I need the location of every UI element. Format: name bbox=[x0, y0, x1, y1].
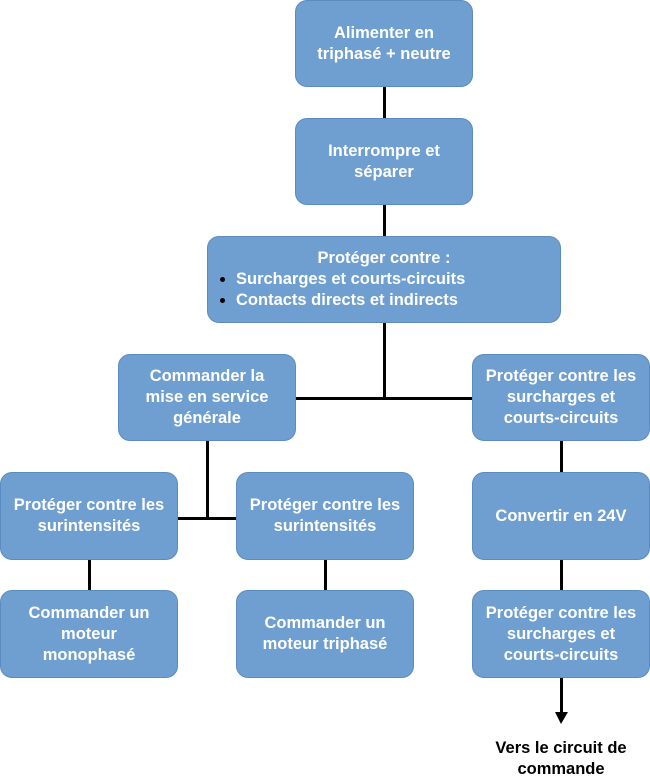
connector bbox=[560, 441, 563, 472]
output-label: Vers le circuit de commande bbox=[495, 739, 627, 778]
node-motor-single: Commander un moteur monophasé bbox=[0, 590, 178, 678]
connector bbox=[324, 560, 327, 590]
connector bbox=[178, 517, 236, 520]
node-label: Convertir en 24V bbox=[495, 506, 627, 525]
connector bbox=[383, 323, 386, 399]
protect-list: Surcharges et courts-circuits Contacts d… bbox=[220, 269, 548, 311]
node-motor-three: Commander un moteur triphasé bbox=[236, 590, 414, 678]
node-supply: Alimenter en triphasé + neutre bbox=[295, 0, 473, 87]
node-general-command: Commander la mise en service générale bbox=[118, 354, 296, 441]
node-protect-left2: Protéger contre les surintensités bbox=[236, 472, 414, 560]
node-protect-main: Protéger contre : Surcharges et courts-c… bbox=[207, 236, 561, 323]
node-label: Interrompre et séparer bbox=[328, 141, 440, 181]
connector bbox=[88, 560, 91, 590]
connector bbox=[383, 205, 386, 236]
connector bbox=[296, 397, 472, 400]
node-label: Protéger contre les surcharges et courts… bbox=[485, 367, 637, 427]
connector bbox=[206, 441, 209, 519]
connector bbox=[383, 86, 386, 118]
arrow-head-icon bbox=[555, 712, 568, 724]
node-convert: Convertir en 24V bbox=[472, 472, 650, 560]
node-label: Commander la mise en service générale bbox=[145, 367, 269, 427]
list-item: Contacts directs et indirects bbox=[236, 290, 548, 311]
node-protect-left1: Protéger contre les surintensités bbox=[0, 472, 178, 560]
node-label: Protéger contre les surintensités bbox=[13, 496, 165, 535]
node-label: Protéger contre les surintensités bbox=[249, 496, 401, 535]
node-protect-right: Protéger contre les surcharges et courts… bbox=[472, 354, 650, 441]
output-arrow bbox=[560, 678, 563, 714]
connector bbox=[560, 560, 563, 590]
node-protect-control: Protéger contre les surcharges et courts… bbox=[472, 590, 650, 678]
node-title: Protéger contre : bbox=[317, 249, 451, 267]
node-isolate: Interrompre et séparer bbox=[295, 118, 473, 205]
node-label: Commander un moteur triphasé bbox=[262, 614, 388, 653]
node-label: Alimenter en triphasé + neutre bbox=[317, 23, 451, 63]
node-label: Commander un moteur monophasé bbox=[28, 603, 150, 664]
node-label: Protéger contre les surcharges et courts… bbox=[485, 603, 637, 664]
list-item: Surcharges et courts-circuits bbox=[236, 269, 548, 290]
